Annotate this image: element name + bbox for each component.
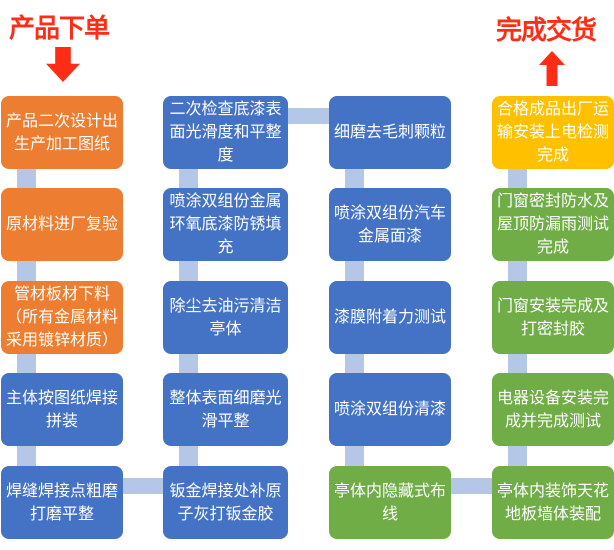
connector-vertical (179, 352, 198, 375)
process-step-c2-r4: 整体表面细磨光 滑平整 (163, 373, 288, 446)
process-step-c1-r2: 原材料进厂复验 (1, 188, 123, 261)
process-step-c3-r1: 细磨去毛刺颗粒 (329, 96, 451, 169)
start-label: 产品下单 (9, 13, 110, 43)
process-step-label: 管材板材下料 （所有金属材料 采用镀锌材质） (5, 286, 118, 349)
connector-horizontal (287, 108, 329, 124)
process-step-label: 喷涂双组份清漆 (333, 401, 446, 418)
process-step-label: 门窗密封防水及 屋顶防漏雨测试 完成 (496, 193, 609, 256)
process-step-c4-r3: 门窗安装完成及 打密封胶 (492, 281, 614, 354)
connector-vertical (508, 167, 527, 190)
process-step-label: 钣金焊接处补原 子灰打钣金胶 (169, 482, 282, 523)
process-step-c2-r1: 二次检查底漆表 面光滑度和平整 度 (163, 96, 288, 169)
process-step-c3-r4: 喷涂双组份清漆 (329, 373, 451, 446)
connector-vertical (17, 259, 36, 283)
process-step-c3-r2: 喷涂双组份汽车 金属面漆 (329, 188, 451, 261)
process-step-c4-r5: 亭体内装饰天花 地板墙体装配 (492, 466, 614, 539)
process-step-c3-r5: 亭体内隐藏式布 线 (329, 466, 451, 539)
process-step-c1-r1: 产品二次设计出 生产加工图纸 (1, 96, 123, 169)
process-step-c4-r1: 合格成品出厂运 输安装上电检测 完成 (492, 96, 614, 169)
connector-vertical (508, 352, 527, 375)
connector-vertical (508, 444, 527, 468)
connector-horizontal (121, 478, 165, 494)
process-step-label: 亭体内装饰天花 地板墙体装配 (496, 482, 609, 523)
connector-vertical (179, 167, 198, 190)
process-step-label: 二次检查底漆表 面光滑度和平整 度 (169, 101, 282, 164)
process-step-label: 门窗安装完成及 打密封胶 (496, 297, 609, 338)
connector-horizontal (448, 478, 494, 494)
process-step-c1-r5: 焊缝焊接点粗磨 打磨平整 (1, 466, 123, 539)
connector-vertical (17, 352, 36, 375)
process-step-label: 亭体内隐藏式布 线 (333, 482, 446, 523)
connector-vertical (345, 259, 364, 283)
process-step-c4-r2: 门窗密封防水及 屋顶防漏雨测试 完成 (492, 188, 614, 261)
process-step-c2-r3: 除尘去油污清洁 亭体 (163, 281, 288, 354)
down-arrow-icon (46, 47, 80, 82)
connector-vertical (179, 444, 198, 468)
process-step-label: 原材料进厂复验 (5, 216, 118, 233)
process-step-label: 电器设备安装完 成并完成测试 (496, 389, 609, 430)
connector-vertical (345, 352, 364, 375)
process-step-label: 喷涂双组份金属 环氧底漆防锈填 充 (169, 193, 282, 256)
process-step-c1-r3: 管材板材下料 （所有金属材料 采用镀锌材质） (1, 281, 123, 354)
process-step-label: 产品二次设计出 生产加工图纸 (5, 112, 118, 153)
process-step-label: 除尘去油污清洁 亭体 (169, 297, 282, 338)
process-step-label: 合格成品出厂运 输安装上电检测 完成 (496, 101, 609, 164)
end-label: 完成交货 (496, 15, 597, 45)
connector-vertical (17, 167, 36, 190)
process-step-label: 主体按图纸焊接 拼装 (5, 389, 118, 430)
process-step-label: 喷涂双组份汽车 金属面漆 (333, 204, 446, 245)
process-step-c1-r4: 主体按图纸焊接 拼装 (1, 373, 123, 446)
up-arrow-icon (539, 51, 565, 86)
connector-vertical (345, 167, 364, 190)
process-step-c4-r4: 电器设备安装完 成并完成测试 (492, 373, 614, 446)
process-step-label: 整体表面细磨光 滑平整 (169, 389, 282, 430)
connector-vertical (17, 444, 36, 468)
process-step-c2-r2: 喷涂双组份金属 环氧底漆防锈填 充 (163, 188, 288, 261)
process-step-c2-r5: 钣金焊接处补原 子灰打钣金胶 (163, 466, 288, 539)
connector-vertical (179, 259, 198, 283)
process-step-label: 焊缝焊接点粗磨 打磨平整 (5, 482, 118, 523)
process-step-label: 细磨去毛刺颗粒 (333, 124, 446, 141)
process-step-c3-r3: 漆膜附着力测试 (329, 281, 451, 354)
connector-vertical (345, 444, 364, 468)
connector-vertical (508, 259, 527, 283)
process-step-label: 漆膜附着力测试 (333, 309, 446, 326)
